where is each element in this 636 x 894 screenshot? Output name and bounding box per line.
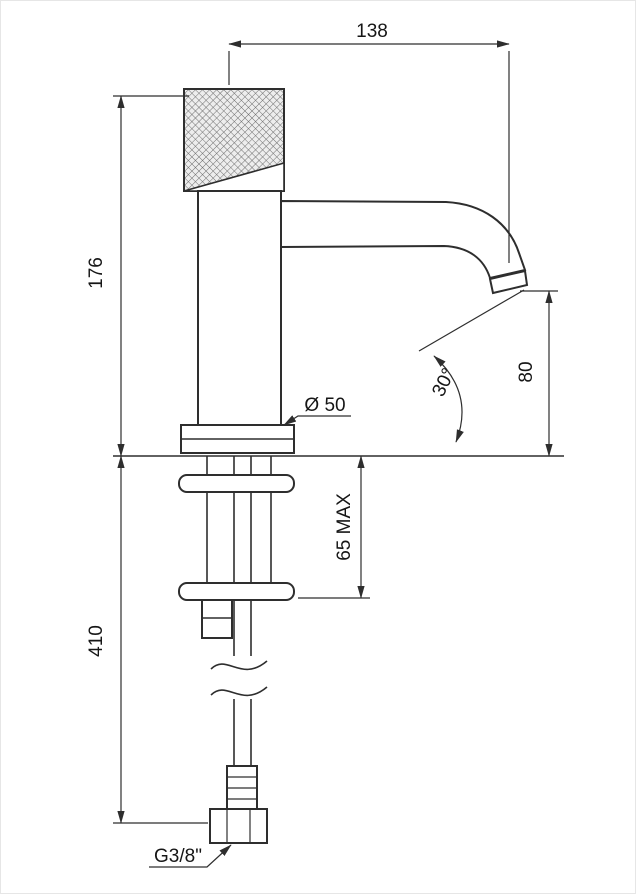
mounting-shank xyxy=(178,456,295,656)
upper-mounting-plate xyxy=(178,474,295,493)
faucet-figure xyxy=(113,88,564,844)
supply-hose xyxy=(209,660,268,844)
leader-line xyxy=(283,415,351,426)
faucet-spout xyxy=(280,199,527,280)
hose-break-lower xyxy=(210,686,268,697)
dim-label-base-diameter: Ø 50 xyxy=(304,395,345,416)
lower-mounting-plate xyxy=(178,582,295,601)
angle-arc xyxy=(433,355,464,443)
dim-outlet-height: 80 xyxy=(516,290,558,457)
dim-label-below-deck-length: 410 xyxy=(86,625,107,657)
dim-label-thread-size: G3/8" xyxy=(154,846,202,867)
dim-label-height-above-deck: 176 xyxy=(86,257,107,289)
dim-label-spout-reach: 138 xyxy=(356,21,388,42)
dim-base-diameter: Ø 50 xyxy=(283,395,351,426)
faucet-body xyxy=(197,190,282,426)
dim-below-deck-length: 410 xyxy=(86,455,208,824)
dim-thread-size: G3/8" xyxy=(149,844,232,868)
dim-height-above-deck: 176 xyxy=(86,95,189,457)
dim-label-max-deck-thickness: 65 MAX xyxy=(334,493,355,561)
dim-spout-angle: 30° xyxy=(418,289,525,443)
hose-connector-nut xyxy=(209,808,268,844)
dim-label-spout-angle: 30° xyxy=(428,365,459,400)
dim-label-outlet-height: 80 xyxy=(516,361,537,382)
angle-reference-line xyxy=(418,289,525,352)
leader-line xyxy=(149,844,232,868)
dim-max-deck-thickness: 65 MAX xyxy=(298,455,370,599)
dim-spout-reach: 138 xyxy=(228,21,510,263)
hose-break-upper xyxy=(210,660,268,671)
spout-aerator xyxy=(488,269,529,295)
mounting-stud-nut xyxy=(201,599,233,639)
